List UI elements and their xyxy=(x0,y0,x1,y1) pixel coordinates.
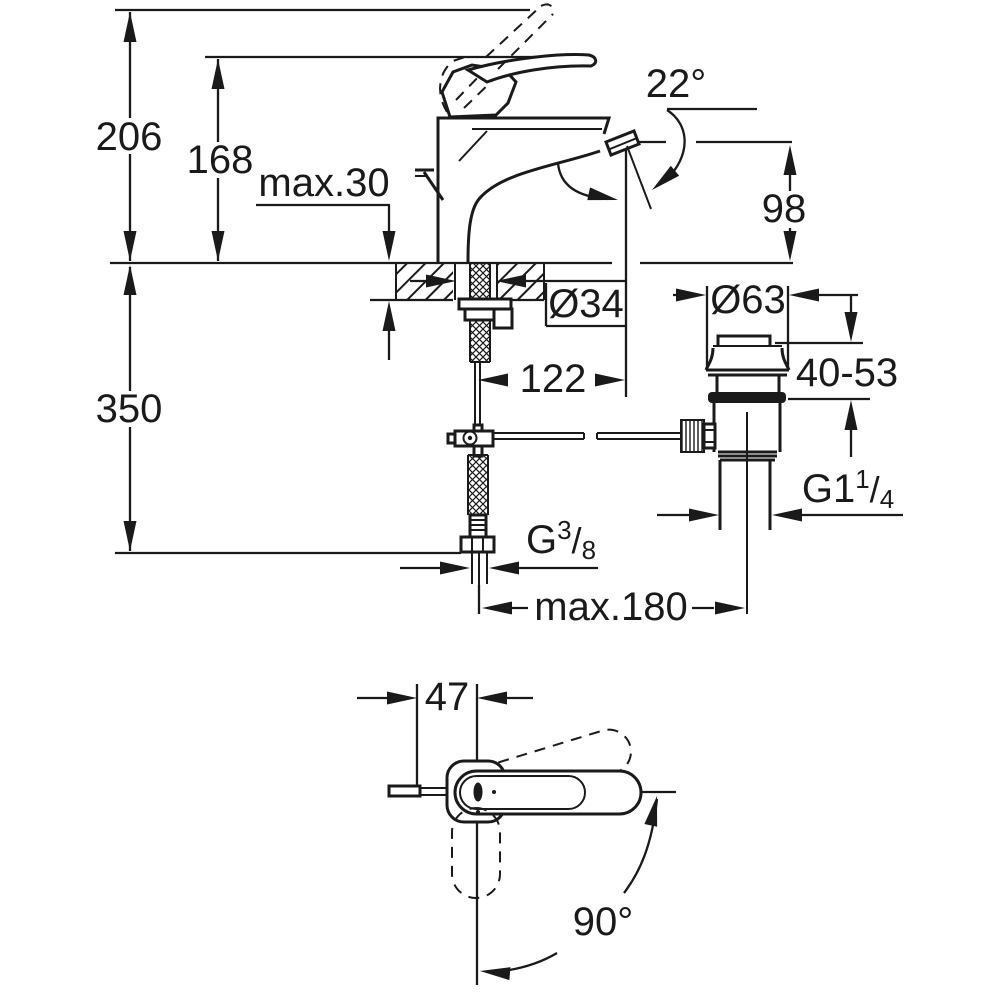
dim-hole-diameter: Ø34 xyxy=(548,282,624,326)
waste-thread-slash: / xyxy=(869,469,880,510)
handle-lever xyxy=(440,53,598,119)
dim-total-height: 206 xyxy=(95,115,163,159)
faucet-body xyxy=(415,116,641,263)
waste-thread-sub: 4 xyxy=(879,484,895,514)
handle-lever-raised-dashed xyxy=(439,3,555,113)
supply-thread-base: G xyxy=(525,518,558,562)
arrowheads xyxy=(123,12,858,615)
waste-thread-sup: 1 xyxy=(855,464,870,494)
dim-spout-reach: 122 xyxy=(519,357,587,401)
dim-spout-height: 98 xyxy=(761,187,807,231)
dim-supply-thread: G3/8 xyxy=(526,517,596,563)
mounting-shank xyxy=(457,263,514,363)
dim-handle-offset: 47 xyxy=(424,675,470,719)
dim-spout-angle: 22° xyxy=(645,62,707,106)
top-view xyxy=(357,684,676,985)
dim-waste-diameter: Ø63 xyxy=(710,278,786,322)
pop-up-waste xyxy=(680,334,791,614)
dim-waste-deck-range: 40-53 xyxy=(795,351,899,395)
waste-thread-base: G1 xyxy=(801,467,856,511)
dim-hose-length: 350 xyxy=(95,387,163,431)
supply-hose xyxy=(459,454,496,614)
dim-swivel-angle: 90° xyxy=(572,900,634,944)
dimension-lines xyxy=(128,12,903,614)
dim-waste-thread: G11/4 xyxy=(802,466,894,512)
dim-lever-height: 168 xyxy=(186,138,254,182)
supply-thread-sub: 8 xyxy=(581,535,597,565)
supply-thread-slash: / xyxy=(571,520,582,561)
dim-max-center-distance: max.180 xyxy=(534,585,688,629)
pop-up-rod xyxy=(446,362,681,458)
supply-thread-sup: 3 xyxy=(557,515,572,545)
dim-max-deck-thickness: max.30 xyxy=(258,161,390,205)
